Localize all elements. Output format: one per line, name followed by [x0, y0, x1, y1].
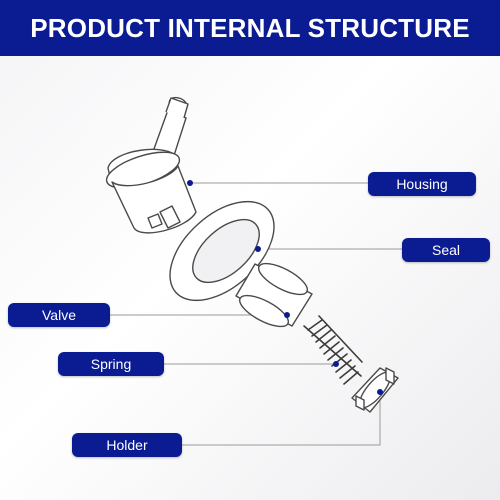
label-seal: Seal	[402, 238, 490, 262]
spring-part	[304, 316, 362, 384]
label-housing: Housing	[368, 172, 476, 196]
marker-dot-holder	[377, 389, 383, 395]
label-holder: Holder	[72, 433, 182, 457]
housing-part	[103, 95, 196, 233]
leader-line-holder	[182, 392, 380, 445]
label-valve: Valve	[8, 303, 110, 327]
marker-dot-valve	[284, 312, 290, 318]
marker-dot-spring	[333, 361, 339, 367]
label-spring: Spring	[58, 352, 164, 376]
marker-dot-seal	[255, 246, 261, 252]
marker-dot-housing	[187, 180, 193, 186]
